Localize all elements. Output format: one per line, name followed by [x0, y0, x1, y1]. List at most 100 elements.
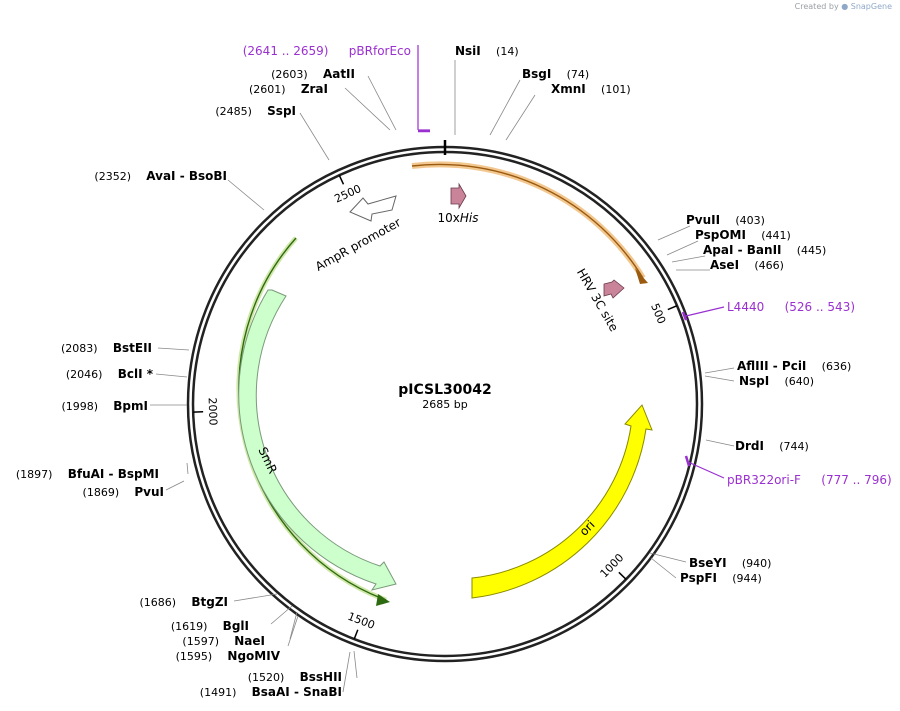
site-position: (74) [567, 68, 590, 81]
site-position: (2601) [249, 83, 286, 96]
site-label-asei[interactable]: AseI (466) [710, 254, 784, 273]
smr-arrow[interactable] [238, 289, 397, 591]
site-position: (1869) [83, 486, 120, 499]
tick-label-2000: 2000 [206, 397, 220, 425]
site-leader-line [649, 552, 687, 563]
hrv-3c-site-arrow[interactable] [603, 279, 625, 299]
site-leader-line [657, 225, 691, 241]
site-name: BseYI [689, 556, 727, 570]
site-leader-line [505, 94, 536, 141]
site-name: ApaI - BanII [703, 243, 782, 257]
site-leader-line [344, 87, 391, 131]
site-label-drdi[interactable]: DrdI (744) [735, 435, 809, 454]
site-position: (944) [732, 572, 762, 585]
site-position: (2083) [61, 342, 98, 355]
smr-outer-arrowhead [376, 594, 390, 606]
site-label-zrai[interactable]: (2601) ZraI [249, 78, 328, 97]
site-label-apai-banii[interactable]: ApaI - BanII (445) [703, 239, 826, 258]
site-label-bcli[interactable]: (2046) BclI * [66, 363, 154, 382]
site-name: DrdI [735, 439, 764, 453]
primer-label-pbr322ori-f[interactable]: pBR322ori-F (777 .. 796) [727, 469, 892, 488]
site-name: SspI [267, 104, 296, 118]
ampr-promoter-arrow[interactable] [349, 195, 397, 222]
tick-label-1500: 1500 [346, 610, 377, 632]
site-label-bsshii[interactable]: (1520) BssHII [248, 666, 342, 685]
site-leader-line [367, 75, 397, 131]
site-label-bsteii[interactable]: (2083) BstEII [61, 337, 152, 356]
site-leader-line [489, 79, 521, 136]
site-position: (101) [601, 83, 631, 96]
site-name: BsgI [522, 67, 551, 81]
primer-mark-pbrforeco [417, 45, 430, 131]
site-leader-line [299, 112, 330, 161]
site-position: (1520) [248, 671, 285, 684]
site-name: NsiI [455, 44, 481, 58]
plasmid-backbone [186, 140, 704, 663]
feature-label-10xhis: 10xHis [438, 211, 479, 225]
site-position: (445) [797, 244, 827, 257]
site-leader-line [165, 480, 185, 491]
site-leader-line [289, 611, 298, 640]
site-position: (940) [742, 557, 772, 570]
site-leader-line [704, 367, 735, 374]
tick-2500 [338, 174, 345, 185]
site-position: (2046) [66, 368, 103, 381]
site-name: ZraI [301, 82, 328, 96]
site-label-bpmi[interactable]: (1998) BpmI [61, 395, 148, 414]
site-label-pspfi[interactable]: PspFI (944) [680, 567, 762, 586]
site-name: BglI [223, 619, 249, 633]
site-label-xmni[interactable]: XmnI (101) [551, 78, 631, 97]
primer-marks [417, 45, 725, 479]
credit-brand: SnapGene [850, 2, 892, 11]
site-leader-line [157, 347, 190, 351]
primer-label-pbrforeco[interactable]: (2641 .. 2659) pBRforEco [243, 40, 411, 59]
site-label-btgzi[interactable]: (1686) BtgZI [140, 591, 228, 610]
site-label-bsaai-snabi[interactable]: (1491) BsaAI - SnaBI [200, 681, 342, 700]
site-leader-line [705, 439, 735, 447]
site-label-bgli[interactable]: (1619) BglI [171, 615, 249, 634]
site-label-bsgi[interactable]: BsgI (74) [522, 63, 589, 82]
orf-arrowhead [635, 268, 648, 284]
tick-1500 [353, 629, 359, 640]
primer-bar-pbr322ori-f [684, 455, 691, 467]
his-tag-arrow[interactable] [450, 182, 467, 210]
site-position: (403) [735, 214, 765, 227]
primer-bar-l4440 [681, 311, 688, 321]
snapgene-credit: Created by ● SnapGene [795, 2, 892, 11]
site-name: BssHII [300, 670, 342, 684]
feature-label-ampr-promoter: AmpR promoter [313, 215, 403, 274]
site-name: PspOMI [695, 228, 746, 242]
site-label-bseyi[interactable]: BseYI (940) [689, 552, 771, 571]
site-label-pvui[interactable]: (1869) PvuI [83, 481, 164, 500]
site-label-ngomiv[interactable]: (1595) NgoMIV [176, 645, 281, 664]
site-leader-line [186, 462, 189, 475]
plasmid-name: pICSL30042 [398, 382, 491, 398]
site-label-bfuai-bspmi[interactable]: (1897) BfuAI - BspMI [16, 463, 159, 482]
site-leader-line [233, 593, 278, 602]
ori-arrow[interactable] [471, 404, 653, 599]
site-leader-line [155, 373, 188, 378]
primer-range: (526 .. 543) [785, 300, 855, 314]
primer-label-l4440[interactable]: L4440 (526 .. 543) [727, 296, 855, 315]
site-label-avai-bsobi[interactable]: (2352) AvaI - BsoBI [94, 165, 227, 184]
site-name: AflIII - PciI [737, 359, 806, 373]
site-name: NgoMIV [227, 649, 280, 663]
site-label-pvuii[interactable]: PvuII (403) [686, 209, 765, 228]
features-layer [236, 161, 653, 606]
tick-500 [667, 305, 678, 311]
site-label-afliii-pcii[interactable]: AflIII - PciI (636) [737, 355, 851, 374]
credit-prefix: Created by [794, 2, 839, 11]
site-label-naei[interactable]: (1597) NaeI [182, 630, 265, 649]
site-name: PspFI [680, 571, 717, 585]
orf-arc-inner [411, 163, 644, 279]
site-label-sspi[interactable]: (2485) SspI [215, 100, 296, 119]
site-label-pspomi[interactable]: PspOMI (441) [695, 224, 791, 243]
site-label-nspi[interactable]: NspI (640) [739, 370, 814, 389]
site-label-nsii[interactable]: NsiI (14) [455, 40, 519, 59]
site-name: PvuI [134, 485, 164, 499]
site-label-aatii[interactable]: (2603) AatII [271, 63, 355, 82]
site-name: NaeI [234, 634, 265, 648]
site-lines [150, 60, 735, 693]
